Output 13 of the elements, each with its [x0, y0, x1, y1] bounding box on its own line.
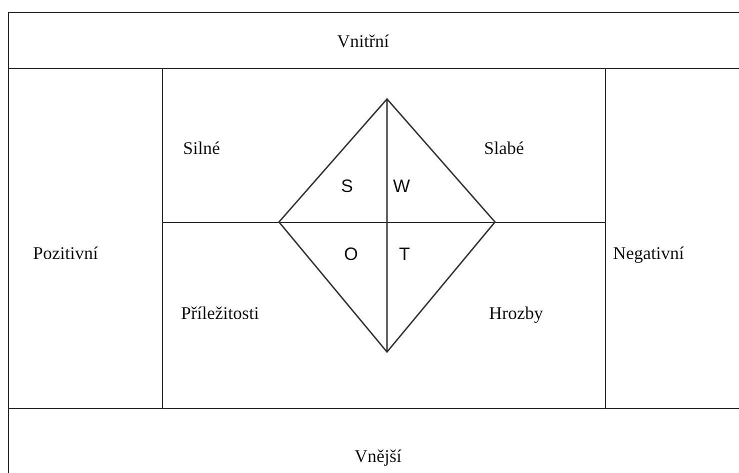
side-label: Pozitivní [33, 244, 98, 262]
letter-label: O [344, 245, 358, 263]
quadrant-label: Příležitosti [181, 304, 259, 322]
letter-label: W [393, 177, 410, 195]
letter-label: S [341, 177, 354, 195]
quadrant-label: Hrozby [489, 304, 543, 322]
band-label: Vnitřní [337, 32, 389, 50]
quadrant-label: Silné [183, 139, 220, 157]
side-label: Negativní [613, 244, 684, 262]
letter-label: T [399, 245, 410, 263]
band-label: Vnější [354, 447, 402, 465]
quadrant-label: Slabé [484, 139, 524, 157]
header-band [8, 12, 739, 69]
